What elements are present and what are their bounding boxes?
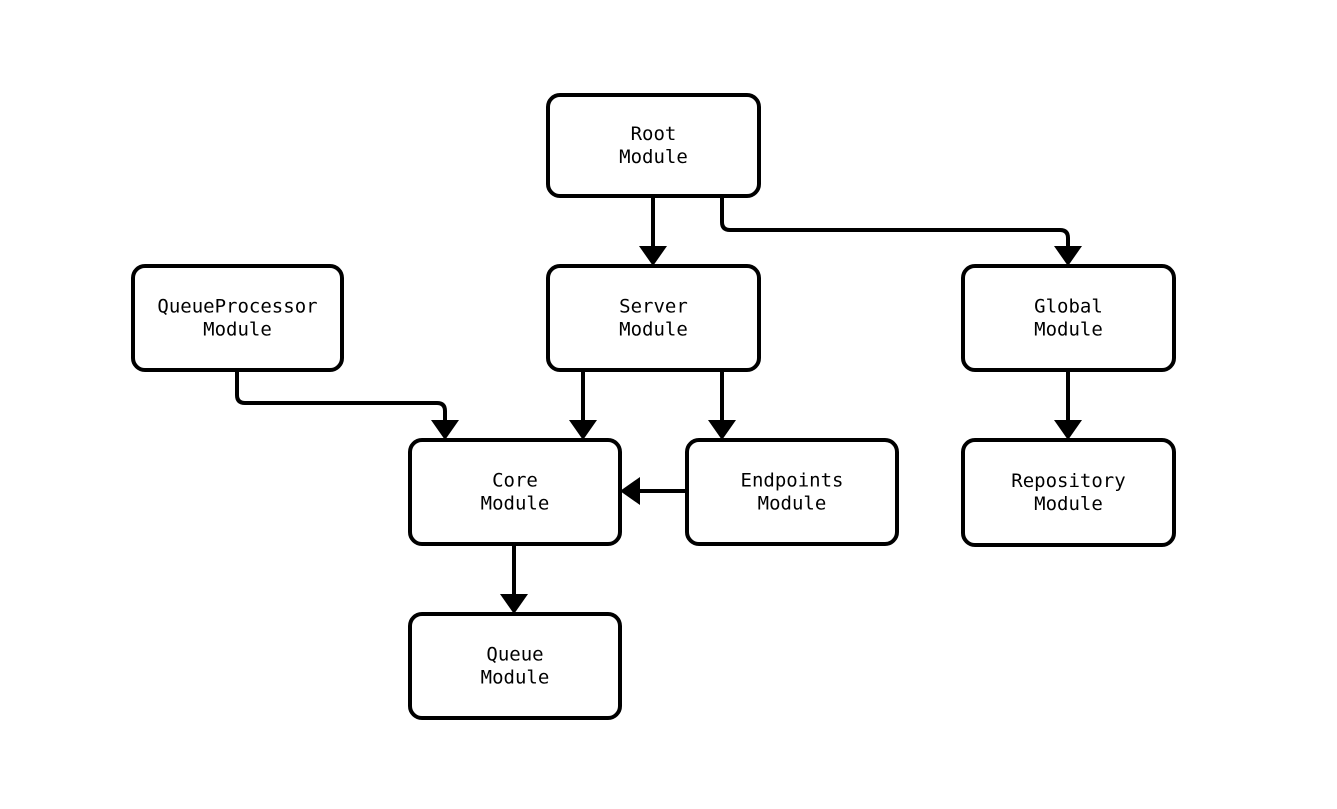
edge-arrowhead (500, 594, 528, 614)
edge-endpoints-to-core (620, 477, 687, 505)
edge-line (720, 196, 1070, 248)
nodes-layer: RootModuleQueueProcessorModuleServerModu… (131, 93, 1176, 720)
edge-arrowhead (639, 246, 667, 266)
edge-core-to-queue (500, 544, 528, 614)
edge-global-to-repository (1054, 370, 1082, 440)
node-box-global[interactable] (961, 264, 1176, 372)
edge-arrowhead (1054, 420, 1082, 440)
node-label-line1-repository: Repository (1011, 470, 1125, 492)
edge-arrowhead (708, 420, 736, 440)
edge-arrowhead (431, 420, 459, 440)
node-label-line2-queue: Module (481, 667, 550, 689)
edges-layer (235, 196, 1082, 614)
node-label-line2-repository: Module (1034, 493, 1103, 515)
edge-server-to-core (569, 370, 597, 440)
node-box-queueprocessor[interactable] (131, 264, 344, 372)
node-box-repository[interactable] (961, 438, 1176, 547)
node-box-root[interactable] (546, 93, 761, 198)
edge-arrowhead (620, 477, 640, 505)
edge-root-to-server (639, 196, 667, 266)
node-box-queue[interactable] (408, 612, 622, 720)
edge-line (235, 370, 447, 422)
node-label-line1-core: Core (492, 470, 538, 492)
node-label-line2-core: Module (481, 493, 550, 515)
node-label-line1-queueprocessor: QueueProcessor (157, 296, 317, 318)
node-box-server[interactable] (546, 264, 761, 372)
node-label-line1-global: Global (1034, 296, 1103, 318)
edge-arrowhead (569, 420, 597, 440)
edge-queueprocessor-to-core (235, 370, 459, 440)
node-label-line2-global: Module (1034, 319, 1103, 341)
node-label-line1-server: Server (619, 296, 688, 318)
node-box-core[interactable] (408, 438, 622, 546)
node-label-line2-server: Module (619, 319, 688, 341)
node-label-line1-root: Root (631, 123, 677, 145)
node-box-endpoints[interactable] (685, 438, 899, 546)
node-label-line1-endpoints: Endpoints (741, 470, 844, 492)
edge-root-to-global (720, 196, 1082, 266)
edge-server-to-endpoints (708, 370, 736, 440)
edge-arrowhead (1054, 246, 1082, 266)
node-label-line2-endpoints: Module (758, 493, 827, 515)
node-label-line2-root: Module (619, 146, 688, 168)
node-label-line2-queueprocessor: Module (203, 319, 272, 341)
node-label-line1-queue: Queue (486, 644, 543, 666)
